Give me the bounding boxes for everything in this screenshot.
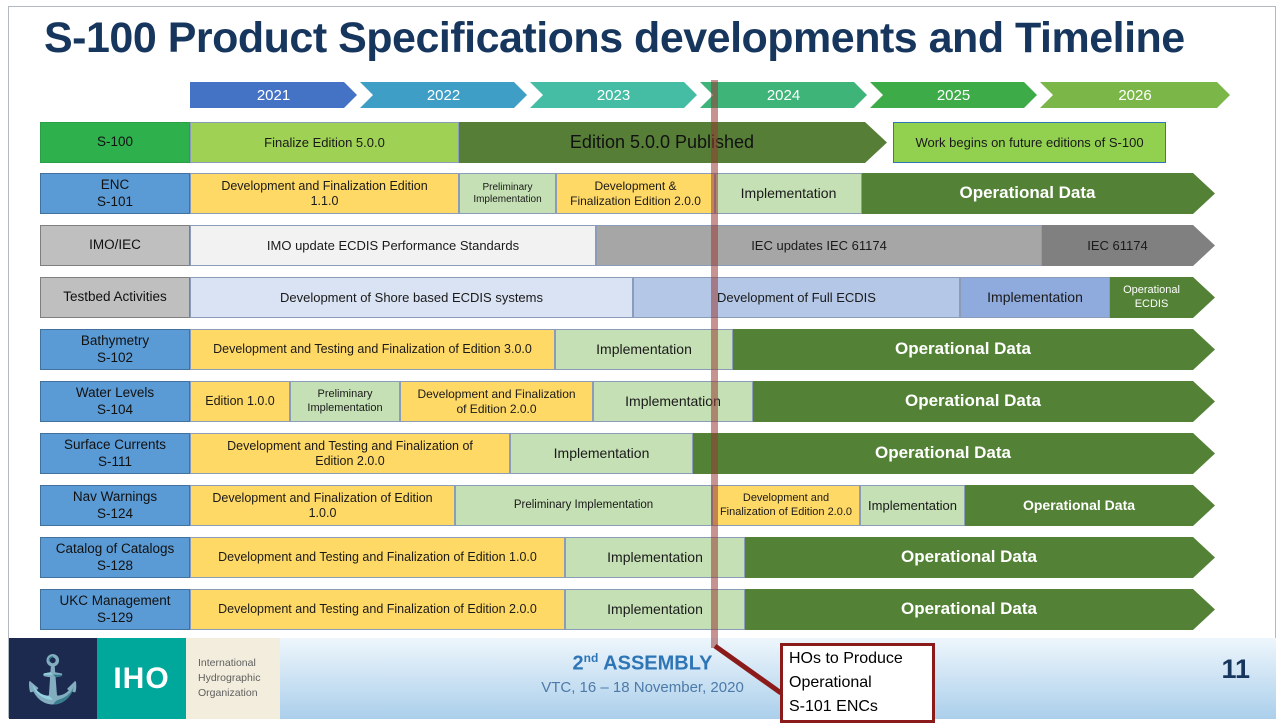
row-label-catalog-of-catalogs-s-128: Catalog of Catalogs S-128 xyxy=(40,537,190,578)
segment-catalog-of-catalogs-s-128: Operational Data xyxy=(745,537,1215,578)
segment-catalog-of-catalogs-s-128: Implementation xyxy=(565,537,745,578)
iho-logo-block: ⚓ xyxy=(9,638,97,719)
segment-bathymetry-s-102: Development and Testing and Finalization… xyxy=(190,329,555,370)
segment-s-100: Finalize Edition 5.0.0 xyxy=(190,122,459,163)
segment-water-levels-s-104: Preliminary Implementation xyxy=(290,381,400,422)
segment-enc-s-101: Operational Data xyxy=(862,173,1215,214)
segment-surface-currents-s-111: Operational Data xyxy=(693,433,1215,474)
segment-catalog-of-catalogs-s-128: Development and Testing and Finalization… xyxy=(190,537,565,578)
segment-enc-s-101: Preliminary Implementation xyxy=(459,173,556,214)
segment-nav-warnings-s-124: Development and Finalization of Edition … xyxy=(712,485,860,526)
segment-bathymetry-s-102: Operational Data xyxy=(733,329,1215,370)
segment-imo-iec: IMO update ECDIS Performance Standards xyxy=(190,225,596,266)
year-2023: 2023 xyxy=(530,82,697,108)
slide-title: S-100 Product Specifications development… xyxy=(44,14,1185,62)
row-label-bathymetry-s-102: Bathymetry S-102 xyxy=(40,329,190,370)
row-label-imo-iec: IMO/IEC xyxy=(40,225,190,266)
segment-enc-s-101: Development and Finalization Edition 1.1… xyxy=(190,173,459,214)
segment-testbed-activities: Implementation xyxy=(960,277,1110,318)
segment-testbed-activities: Development of Shore based ECDIS systems xyxy=(190,277,633,318)
segment-testbed-activities: Operational ECDIS xyxy=(1110,277,1215,318)
segment-testbed-activities: Development of Full ECDIS xyxy=(633,277,960,318)
iho-abbreviation: IHO xyxy=(97,638,186,719)
row-label-testbed-activities: Testbed Activities xyxy=(40,277,190,318)
year-2022: 2022 xyxy=(360,82,527,108)
page-number: 11 xyxy=(1221,654,1250,684)
segment-imo-iec: IEC 61174 xyxy=(1042,225,1215,266)
segment-surface-currents-s-111: Development and Testing and Finalization… xyxy=(190,433,510,474)
segment-water-levels-s-104: Implementation xyxy=(593,381,753,422)
current-date-marker-line xyxy=(711,80,718,648)
event-title: 2nd ASSEMBLY xyxy=(572,651,713,675)
segment-bathymetry-s-102: Implementation xyxy=(555,329,733,370)
event-subtitle: VTC, 16 – 18 November, 2020 xyxy=(541,678,744,696)
year-2025: 2025 xyxy=(870,82,1037,108)
segment-water-levels-s-104: Operational Data xyxy=(753,381,1215,422)
segment-enc-s-101: Implementation xyxy=(715,173,862,214)
year-2021: 2021 xyxy=(190,82,357,108)
segment-enc-s-101: Development & Finalization Edition 2.0.0 xyxy=(556,173,715,214)
segment-s-100: Edition 5.0.0 Published xyxy=(459,122,887,163)
segment-surface-currents-s-111: Implementation xyxy=(510,433,693,474)
segment-imo-iec: IEC updates IEC 61174 xyxy=(596,225,1042,266)
row-label-nav-warnings-s-124: Nav Warnings S-124 xyxy=(40,485,190,526)
segment-nav-warnings-s-124: Preliminary Implementation xyxy=(455,485,712,526)
iho-org-name: International Hydrographic Organization xyxy=(186,638,280,719)
year-2026: 2026 xyxy=(1040,82,1230,108)
segment-s-100: Work begins on future editions of S-100 xyxy=(893,122,1166,163)
year-2024: 2024 xyxy=(700,82,867,108)
segment-nav-warnings-s-124: Development and Finalization of Edition … xyxy=(190,485,455,526)
segment-water-levels-s-104: Development and Finalization of Edition … xyxy=(400,381,593,422)
row-label-enc-s-101: ENC S-101 xyxy=(40,173,190,214)
segment-ukc-management-s-129: Implementation xyxy=(565,589,745,630)
event-title-block: 2nd ASSEMBLY VTC, 16 – 18 November, 2020 xyxy=(9,651,1276,696)
anchor-icon: ⚓ xyxy=(24,652,82,705)
footer: ⚓ IHO International Hydrographic Organiz… xyxy=(9,638,1276,719)
segment-ukc-management-s-129: Development and Testing and Finalization… xyxy=(190,589,565,630)
row-label-ukc-management-s-129: UKC Management S-129 xyxy=(40,589,190,630)
row-label-water-levels-s-104: Water Levels S-104 xyxy=(40,381,190,422)
segment-water-levels-s-104: Edition 1.0.0 xyxy=(190,381,290,422)
callout-line: Operational xyxy=(789,674,872,691)
segment-nav-warnings-s-124: Implementation xyxy=(860,485,965,526)
segment-nav-warnings-s-124: Operational Data xyxy=(965,485,1215,526)
callout-line: HOs to Produce xyxy=(789,650,903,667)
callout-line: S-101 ENCs xyxy=(789,698,878,715)
row-label-s-100: S-100 xyxy=(40,122,190,163)
callout-box: HOs to Produce Operational S-101 ENCs xyxy=(780,643,935,723)
segment-ukc-management-s-129: Operational Data xyxy=(745,589,1215,630)
row-label-surface-currents-s-111: Surface Currents S-111 xyxy=(40,433,190,474)
